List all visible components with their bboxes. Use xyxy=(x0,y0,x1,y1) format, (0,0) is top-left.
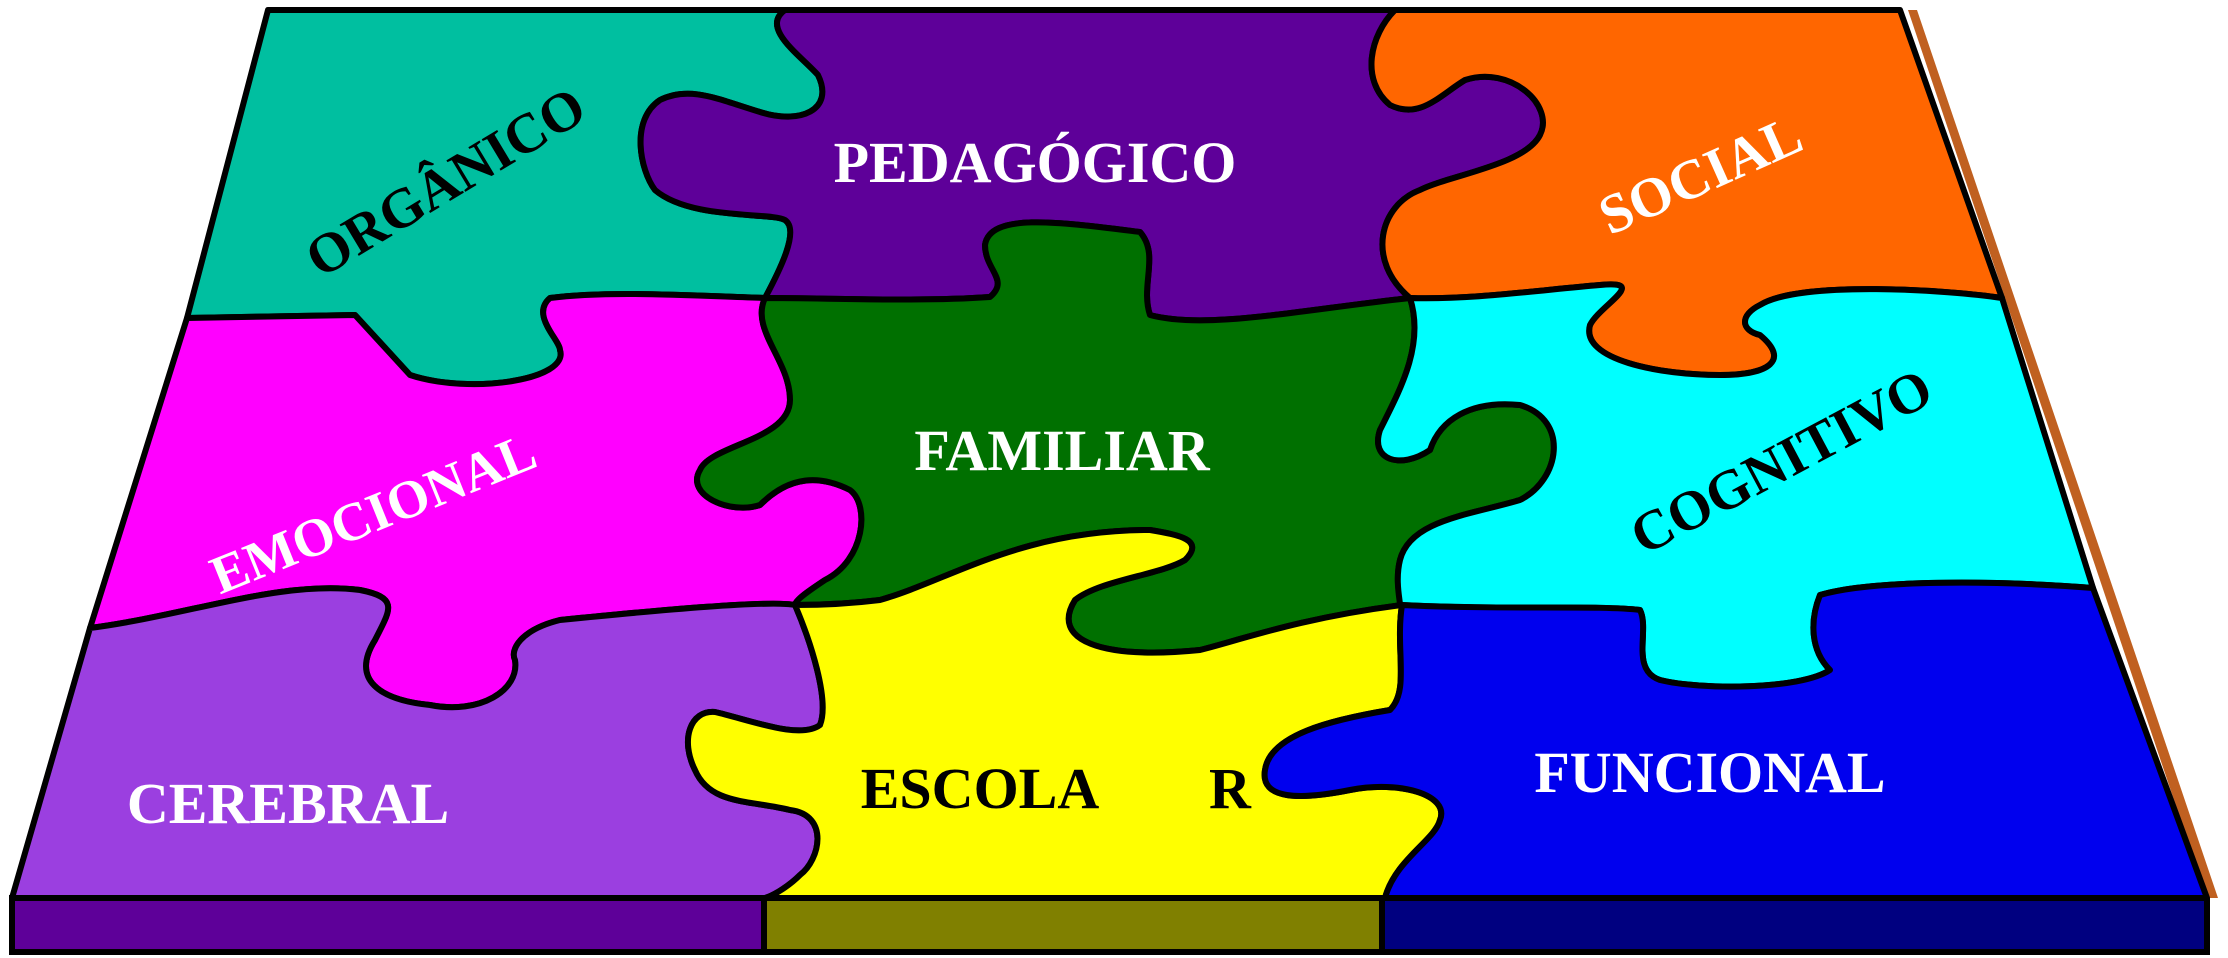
base-side-edge xyxy=(1908,10,2218,898)
label-familiar: FAMILIAR xyxy=(914,418,1210,483)
label-escolar-tail: R xyxy=(1209,756,1252,821)
puzzle-base xyxy=(9,895,2210,955)
base-middle xyxy=(761,895,1385,955)
base-right xyxy=(1379,895,2210,955)
label-escolar: ESCOLA xyxy=(861,756,1100,821)
piece-funcional xyxy=(1261,579,2210,901)
label-pedagogico: PEDAGÓGICO xyxy=(834,130,1237,195)
label-cerebral: CEREBRAL xyxy=(127,771,449,836)
label-funcional: FUNCIONAL xyxy=(1534,740,1885,805)
base-left xyxy=(9,895,767,955)
